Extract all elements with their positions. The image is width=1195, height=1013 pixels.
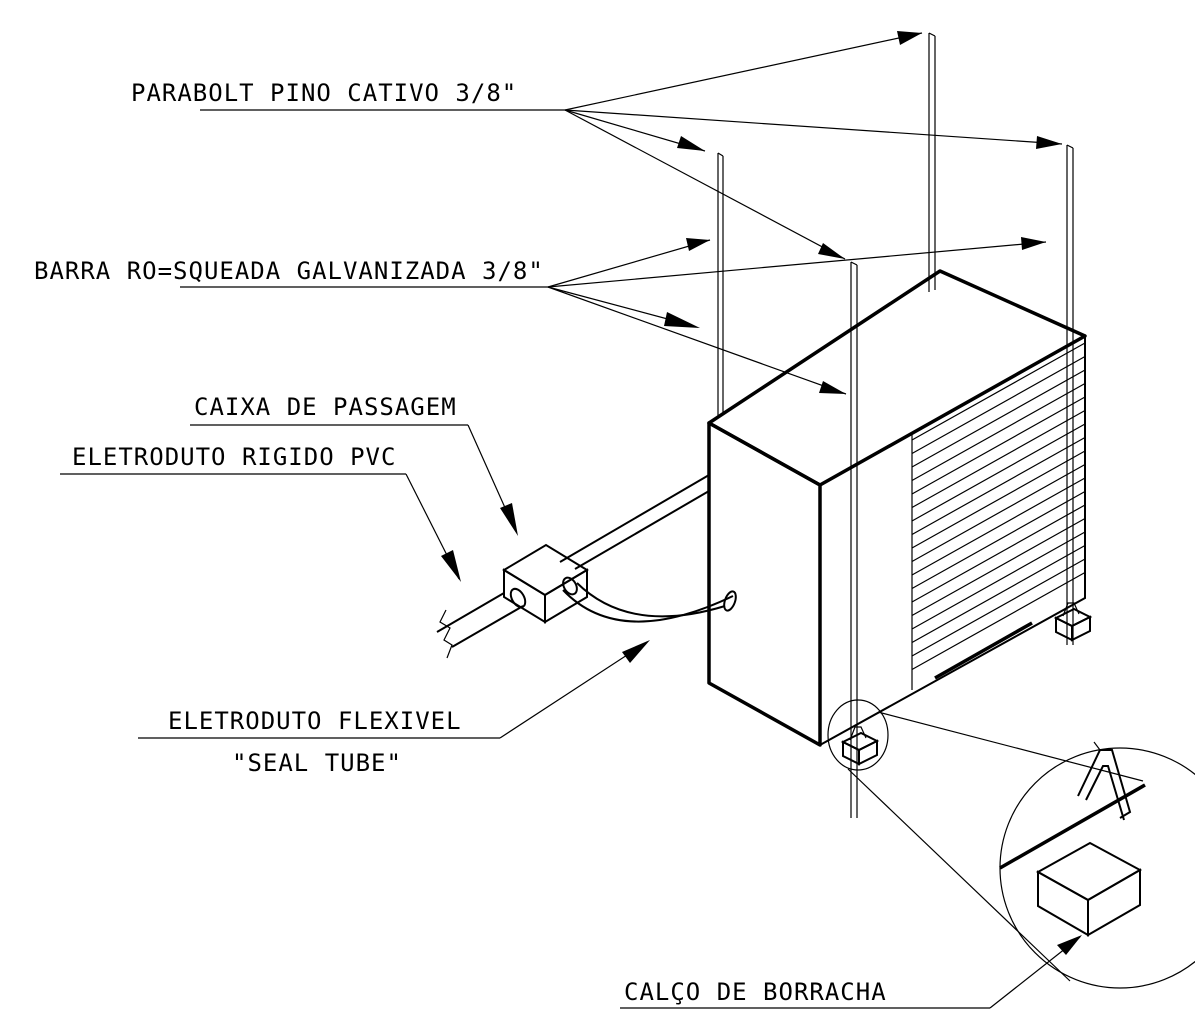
label-seal-tube: "SEAL TUBE" [232,749,402,777]
detail-circle-small [827,699,889,771]
detail-circle-large [999,747,1195,989]
rubber-pad-right [1053,602,1093,642]
grille-slat [911,558,1086,657]
condenser-unit [707,269,1087,747]
label-barra: BARRA RO=SQUEADA GALVANIZADA 3/8" [34,257,544,285]
grille-slat [911,544,1086,644]
label-parabolt: PARABOLT PINO CATIVO 3/8" [131,79,517,107]
grille-slat [911,571,1086,671]
rod-right [1066,144,1074,645]
rod-front [850,261,858,818]
grille-slats [911,342,1086,671]
rod-back [928,32,936,292]
magnified-pad-top [1035,841,1143,902]
grille-slat [911,409,1086,509]
rod-left [717,152,724,417]
label-eletroduto-flexivel: ELETRODUTO FLEXIVEL [168,707,462,735]
grille-slat [911,463,1086,563]
leader-lines [60,32,1081,1009]
grille-slat [911,382,1086,482]
grille-slat [911,342,1086,441]
annotation-labels: PARABOLT PINO CATIVO 3/8" BARRA RO=SQUEA… [34,79,887,1006]
grille-slat [911,423,1086,522]
label-caixa: CAIXA DE PASSAGEM [194,393,457,421]
junction-box [502,543,589,624]
grille-slat [911,436,1086,536]
arrowheads [441,31,1082,955]
label-eletroduto-rigido: ELETRODUTO RIGIDO PVC [72,443,396,471]
grille-slat [911,450,1086,549]
rubber-pad-front [840,726,880,766]
unit-side-face [819,334,1086,746]
grille-slat [911,531,1086,630]
grille-slat [911,517,1086,617]
flexible-conduit [562,576,737,623]
rigid-conduit [436,474,710,659]
grille-slat [911,504,1086,603]
grille-slat [911,490,1086,590]
grille-slat [911,396,1086,495]
grille-slat [911,477,1086,576]
grille-slat [911,355,1086,455]
label-calco: CALÇO DE BORRACHA [624,978,887,1006]
grille-slat [911,369,1086,468]
detail-callout [827,699,1195,989]
unit-front-face [707,421,822,747]
threaded-rods [717,32,1074,818]
unit-base-edge [934,621,1033,680]
